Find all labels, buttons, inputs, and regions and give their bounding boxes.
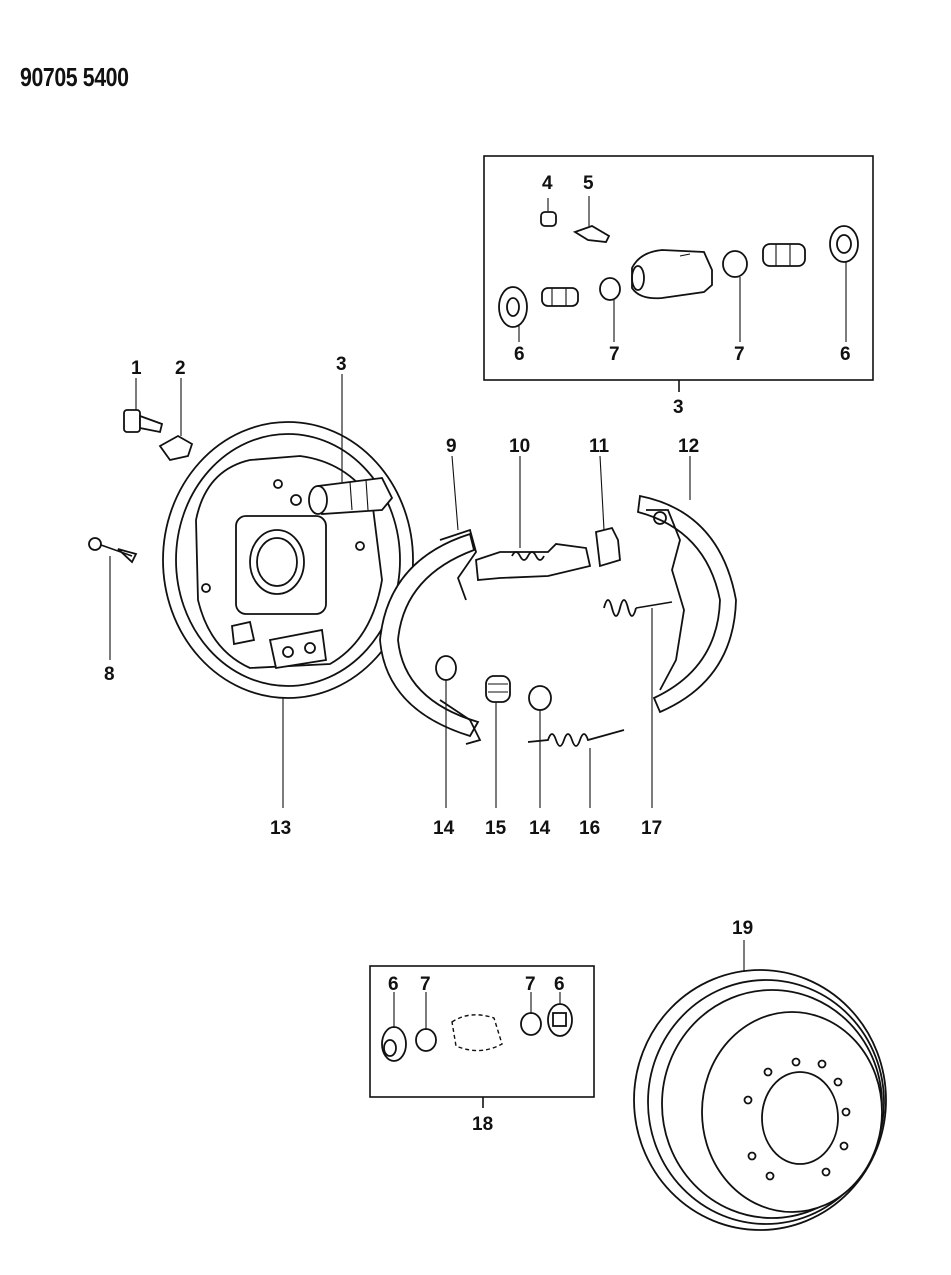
callout-5: 5 xyxy=(583,173,594,194)
callout-10: 10 xyxy=(509,436,530,457)
piston-cup-part-left xyxy=(599,277,621,342)
kit-cup-part-left xyxy=(415,992,437,1052)
callout-6c: 6 xyxy=(388,974,399,995)
document-id: 90705 5400 xyxy=(20,62,129,92)
spring-upper-part xyxy=(603,599,673,808)
cylinder-body-part xyxy=(631,249,713,300)
callout-14b: 14 xyxy=(529,818,551,839)
brake-shoe-right-part xyxy=(637,456,737,714)
callout-7a: 7 xyxy=(609,344,620,365)
kit-boot-part-right xyxy=(547,992,573,1037)
spring-cup-part-right xyxy=(528,685,552,808)
callout-3: 3 xyxy=(336,354,347,375)
hold-down-spring-part xyxy=(485,675,511,808)
callout-6b: 6 xyxy=(840,344,851,365)
callout-13: 13 xyxy=(270,818,291,839)
callout-8: 8 xyxy=(104,664,115,685)
callout-19: 19 xyxy=(732,918,753,939)
callout-7d: 7 xyxy=(525,974,536,995)
callout-12: 12 xyxy=(678,436,699,457)
brake-drum-part xyxy=(633,940,887,1231)
return-spring-part xyxy=(527,729,625,808)
callout-1: 1 xyxy=(131,358,142,379)
adjuster-part xyxy=(475,456,592,581)
kit-cylinder-outline xyxy=(451,1014,503,1052)
kit-boot-part-left xyxy=(381,992,407,1062)
callout-17: 17 xyxy=(641,818,662,839)
callout-16: 16 xyxy=(579,818,600,839)
boot-part-left xyxy=(498,286,528,342)
callout-14a: 14 xyxy=(433,818,455,839)
bleeder-plug-part xyxy=(158,378,194,462)
kit-cup-part-right xyxy=(520,992,542,1036)
boot-part-right xyxy=(829,225,859,342)
bleeder-screw-part xyxy=(572,196,611,243)
piston-part-left xyxy=(541,287,579,307)
callout-6d: 6 xyxy=(554,974,565,995)
callout-11: 11 xyxy=(589,436,610,457)
piston-cup-part-right xyxy=(722,250,748,342)
callout-3-kit: 3 xyxy=(673,397,684,418)
bleeder-cap-part xyxy=(540,198,557,227)
callout-18: 18 xyxy=(472,1114,493,1135)
strut-part xyxy=(595,455,621,568)
bolt-part xyxy=(123,378,164,434)
callout-9: 9 xyxy=(446,436,457,457)
callout-2: 2 xyxy=(175,358,186,379)
hold-down-pin-part xyxy=(88,537,138,660)
repair-kit-box: 6 7 7 6 18 xyxy=(369,965,595,1135)
brake-shoe-left-part xyxy=(379,455,482,745)
piston-part-right xyxy=(762,243,806,267)
wheel-cylinder-kit-box: 4 5 6 7 7 6 3 xyxy=(483,155,874,418)
spring-cup-part-left xyxy=(435,655,457,808)
callout-7c: 7 xyxy=(420,974,431,995)
callout-4: 4 xyxy=(542,173,553,194)
callout-15: 15 xyxy=(485,818,507,839)
wheel-cylinder-part xyxy=(308,374,394,515)
callout-6a: 6 xyxy=(514,344,525,365)
callout-7b: 7 xyxy=(734,344,745,365)
